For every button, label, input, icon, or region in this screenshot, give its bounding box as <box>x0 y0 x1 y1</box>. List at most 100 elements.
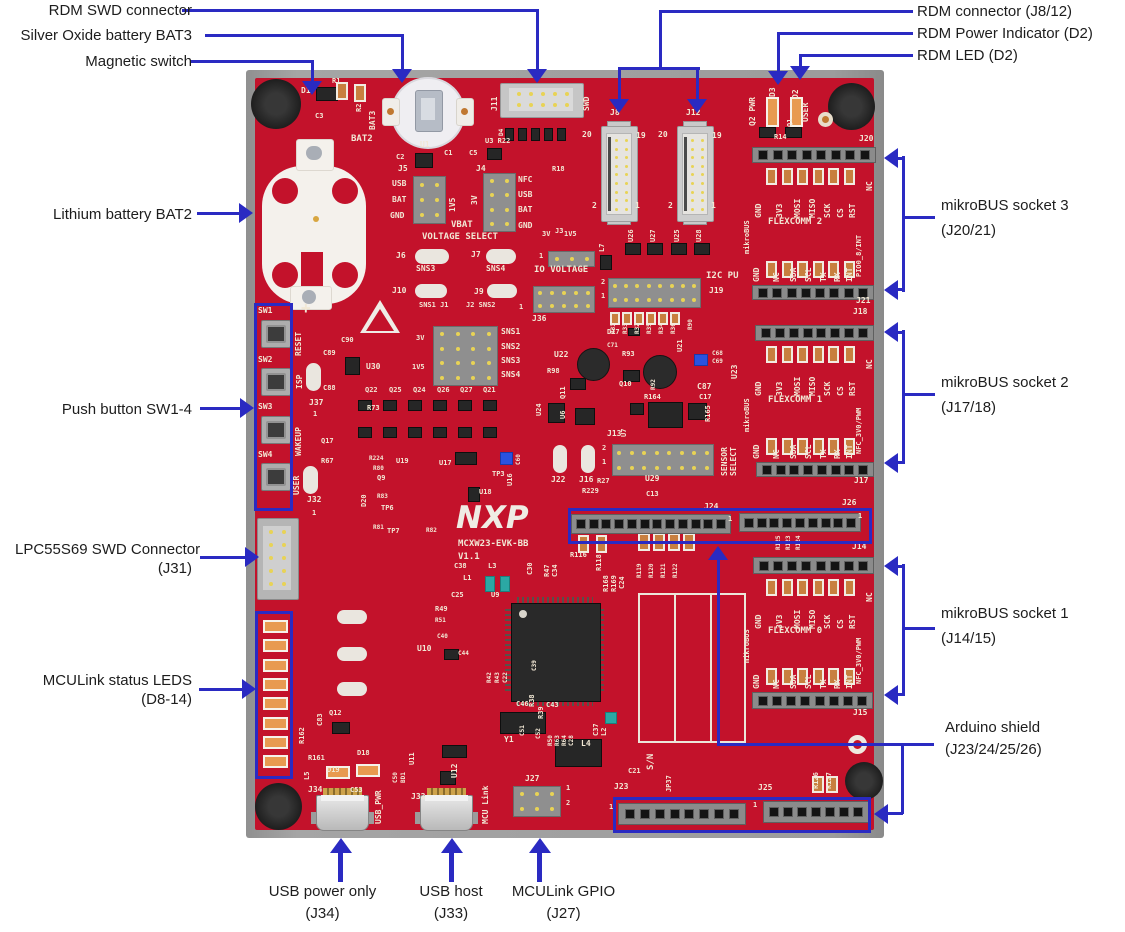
silkscreen-label: R34 <box>658 323 665 334</box>
header-pin <box>624 809 635 819</box>
silkscreen-label: C13 <box>646 490 659 498</box>
header-dot <box>419 197 424 202</box>
callout-usb-host-ref: (J33) <box>433 905 469 922</box>
silkscreen-label: USB_PWR <box>374 790 383 824</box>
silkscreen-label: GND <box>754 203 763 218</box>
silkscreen-label: 3V <box>416 334 425 342</box>
header-pin <box>652 519 663 529</box>
silkscreen-label: ISP <box>295 374 304 389</box>
header-dot <box>538 303 542 308</box>
silkscreen-label: C39 <box>531 660 538 671</box>
silkscreen-label: R229 <box>582 487 599 495</box>
silkscreen-label: J10 <box>392 286 407 295</box>
silkscreen-label: 20 <box>582 130 592 139</box>
silkscreen-label: IO VOLTAGE <box>534 265 589 275</box>
component <box>578 535 589 553</box>
annotation-box <box>613 797 871 833</box>
silkscreen-label: 2 <box>566 799 571 807</box>
component <box>781 168 793 185</box>
component <box>812 438 824 455</box>
status-led <box>263 755 288 769</box>
annotation-arrowhead <box>527 69 547 83</box>
header-pin <box>716 519 727 529</box>
component <box>500 452 513 465</box>
silkscreen-label: R119 <box>636 563 643 578</box>
header-pin <box>639 519 650 529</box>
header-dot <box>534 792 539 797</box>
silkscreen-label: RX <box>833 272 842 282</box>
silkscreen-label: C3 <box>315 112 324 120</box>
silkscreen-label: BD1 <box>400 772 407 783</box>
callout-mculink-status-leds-ref: (D8-14) <box>141 691 192 708</box>
silkscreen-label: R120 <box>648 563 655 578</box>
silkscreen-label: CS <box>836 619 845 629</box>
component <box>383 400 397 411</box>
silkscreen-label: CS <box>836 208 845 218</box>
component <box>797 668 808 685</box>
silkscreen-label: INT <box>845 444 854 459</box>
silkscreen-label: 1 <box>728 515 733 523</box>
silkscreen-label: NFC_3V0/PWM <box>855 637 863 684</box>
header-dot <box>282 530 286 534</box>
header-pin <box>839 807 849 817</box>
silkscreen-label: 2 <box>601 278 606 286</box>
header-pin <box>601 519 612 529</box>
silkscreen-label: 19 <box>712 131 722 140</box>
silkscreen-label: TX <box>819 449 828 459</box>
silkscreen-label: TP3 <box>492 470 505 478</box>
silkscreen-label: RX <box>833 449 842 459</box>
component <box>433 400 447 411</box>
led <box>326 766 350 779</box>
silkscreen-label: 1 <box>566 784 571 792</box>
component <box>781 579 793 596</box>
header-dot <box>553 92 557 96</box>
silkscreen-label: U21 <box>676 339 684 352</box>
silkscreen-label: SW3 <box>258 402 273 411</box>
connector-dot <box>691 207 694 211</box>
header-pin <box>772 287 783 298</box>
silkscreen-label: 20 <box>658 130 668 139</box>
usb-connector <box>316 795 369 831</box>
header-pin <box>575 519 586 529</box>
usb-contacts <box>323 788 362 795</box>
silkscreen-label: R33 <box>622 323 629 334</box>
silkscreen-label: NFC_3V0/PWM <box>855 407 863 454</box>
fiducial-ring <box>818 112 833 127</box>
connector-dot <box>691 190 694 194</box>
silkscreen-label: Q22 <box>365 386 378 394</box>
header-pin <box>788 328 799 338</box>
silkscreen-label: C21 <box>628 767 641 775</box>
component <box>797 261 808 278</box>
silkscreen-label: SW2 <box>258 355 273 364</box>
silkscreen-label: + <box>301 298 311 317</box>
annotation-line <box>777 32 780 73</box>
silkscreen-label: 3V <box>470 195 479 205</box>
silkscreen-label: TX <box>819 272 828 282</box>
header-pin <box>800 695 811 706</box>
silkscreen-label: R93 <box>622 350 635 358</box>
annotation-arrowhead <box>687 99 707 113</box>
pin-header <box>763 801 869 823</box>
header-pin <box>811 807 821 817</box>
header-pin <box>825 807 835 817</box>
silkscreen-label: Q24 <box>413 386 426 394</box>
silkscreen-label: SENSOR <box>720 447 729 476</box>
annotation-line <box>717 743 934 746</box>
annotation-line <box>696 67 699 101</box>
header-dot <box>471 332 476 337</box>
usb-tab <box>415 812 421 824</box>
connector-dot <box>615 156 618 160</box>
header-dot <box>282 543 286 547</box>
component <box>444 649 459 660</box>
header-dot <box>517 92 521 96</box>
silkscreen-label: SCL <box>804 267 813 282</box>
header-dot <box>635 284 640 288</box>
silkscreen-label: R126 <box>812 772 820 789</box>
status-led <box>263 735 288 749</box>
header-dot <box>529 103 533 107</box>
push-button <box>261 320 291 348</box>
connector-key <box>684 137 687 211</box>
silkscreen-label: L5 <box>303 771 311 780</box>
annotation-line <box>659 10 662 69</box>
